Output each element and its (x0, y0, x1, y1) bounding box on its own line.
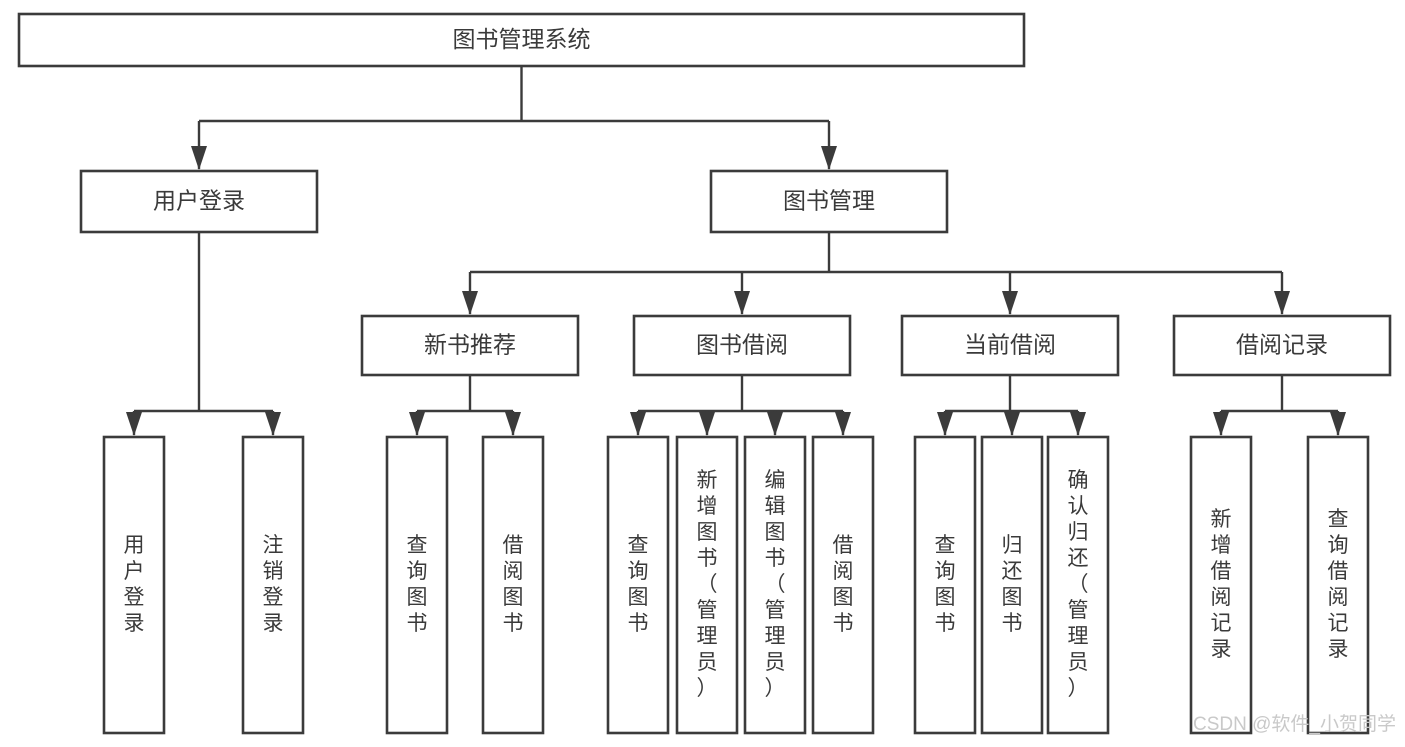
node-leaf-add-book-admin-label: 新增图书（管理员） (697, 469, 718, 700)
arrow-to-leaf-borrow-book-1 (505, 412, 521, 436)
node-leaf-borrow-book-2-label: 借阅图书 (833, 534, 854, 635)
node-boxes-layer: 图书管理系统用户登录图书管理新书推荐图书借阅当前借阅借阅记录用户登录注销登录查询… (17, 12, 1392, 735)
arrow-to-leaf-query-borrow-record (1330, 412, 1346, 436)
arrow-to-borrow-record (1274, 291, 1290, 315)
arrow-to-leaf-return-book (1004, 412, 1020, 436)
node-leaf-edit-book-admin-label: 编辑图书（管理员） (765, 469, 786, 700)
node-leaf-query-book-3-rect[interactable] (913, 435, 977, 735)
node-leaf-edit-book-admin-rect[interactable] (743, 435, 807, 735)
node-book-manage[interactable]: 图书管理 (709, 169, 949, 234)
arrow-to-leaf-edit-book-admin (767, 412, 783, 436)
node-leaf-query-book-2-label: 查询图书 (628, 534, 649, 635)
node-root-book-management-system-rect[interactable] (17, 12, 1026, 68)
arrow-to-current-borrow (1002, 291, 1018, 315)
node-leaf-edit-book-admin[interactable]: 编辑图书（管理员） (743, 435, 807, 735)
arrow-to-leaf-logout-login (265, 412, 281, 436)
node-leaf-query-book-2[interactable]: 查询图书 (606, 435, 670, 735)
node-leaf-user-login-rect[interactable] (102, 435, 166, 735)
node-borrow-record[interactable]: 借阅记录 (1172, 314, 1392, 377)
node-leaf-borrow-book-2[interactable]: 借阅图书 (811, 435, 875, 735)
node-leaf-add-borrow-record[interactable]: 新增借阅记录 (1189, 435, 1253, 735)
node-leaf-query-book-1-rect[interactable] (385, 435, 449, 735)
node-leaf-query-book-3-label: 查询图书 (935, 534, 956, 635)
arrow-to-book-borrow (734, 291, 750, 315)
node-current-borrow-label: 当前借阅 (964, 332, 1056, 358)
node-book-manage-label: 图书管理 (783, 188, 875, 214)
node-leaf-return-book-rect[interactable] (980, 435, 1044, 735)
csdn-watermark: CSDN @软件_小贺同学 (1193, 713, 1396, 735)
node-leaf-borrow-book-1-label: 借阅图书 (503, 534, 524, 635)
node-new-book-recommend-label: 新书推荐 (424, 332, 516, 358)
arrow-to-leaf-query-book-2 (630, 412, 646, 436)
node-leaf-add-book-admin-rect[interactable] (675, 435, 739, 735)
node-root-book-management-system[interactable]: 图书管理系统 (17, 12, 1026, 68)
node-book-borrow[interactable]: 图书借阅 (632, 314, 852, 377)
node-leaf-query-book-3[interactable]: 查询图书 (913, 435, 977, 735)
arrow-to-leaf-confirm-return-admin (1070, 412, 1086, 436)
node-leaf-logout-login-label: 注销登录 (263, 534, 284, 635)
arrow-to-leaf-user-login (126, 412, 142, 436)
arrow-to-new-book-recommend (462, 291, 478, 315)
node-leaf-confirm-return-admin-rect[interactable] (1046, 435, 1110, 735)
node-leaf-user-login[interactable]: 用户登录 (102, 435, 166, 735)
node-leaf-return-book[interactable]: 归还图书 (980, 435, 1044, 735)
node-user-login[interactable]: 用户登录 (79, 169, 319, 234)
node-borrow-record-label: 借阅记录 (1236, 332, 1328, 358)
node-new-book-recommend-rect[interactable] (360, 314, 580, 377)
node-leaf-user-login-label: 用户登录 (124, 534, 145, 635)
node-leaf-confirm-return-admin-label: 确认归还（管理员） (1068, 469, 1089, 700)
arrow-to-leaf-add-book-admin (699, 412, 715, 436)
node-leaf-confirm-return-admin[interactable]: 确认归还（管理员） (1046, 435, 1110, 735)
node-leaf-borrow-book-1[interactable]: 借阅图书 (481, 435, 545, 735)
node-borrow-record-rect[interactable] (1172, 314, 1392, 377)
node-book-borrow-rect[interactable] (632, 314, 852, 377)
node-leaf-logout-login[interactable]: 注销登录 (241, 435, 305, 735)
node-book-manage-rect[interactable] (709, 169, 949, 234)
node-leaf-borrow-book-1-rect[interactable] (481, 435, 545, 735)
node-book-borrow-label: 图书借阅 (696, 332, 788, 358)
node-user-login-label: 用户登录 (153, 188, 245, 214)
node-leaf-query-borrow-record-label: 查询借阅记录 (1328, 508, 1349, 661)
node-leaf-return-book-label: 归还图书 (1002, 534, 1023, 635)
node-user-login-rect[interactable] (79, 169, 319, 234)
arrow-to-user-login (191, 146, 207, 170)
node-leaf-add-book-admin[interactable]: 新增图书（管理员） (675, 435, 739, 735)
arrow-to-book-manage (821, 146, 837, 170)
node-leaf-query-borrow-record[interactable]: 查询借阅记录 (1306, 435, 1370, 735)
connector-lines-layer (126, 66, 1346, 436)
arrow-to-leaf-query-book-3 (937, 412, 953, 436)
node-leaf-add-borrow-record-rect[interactable] (1189, 435, 1253, 735)
node-leaf-query-book-2-rect[interactable] (606, 435, 670, 735)
arrow-to-leaf-add-borrow-record (1213, 412, 1229, 436)
arrow-to-leaf-borrow-book-2 (835, 412, 851, 436)
node-current-borrow-rect[interactable] (900, 314, 1120, 377)
node-leaf-query-borrow-record-rect[interactable] (1306, 435, 1370, 735)
node-leaf-add-borrow-record-label: 新增借阅记录 (1211, 508, 1232, 661)
node-leaf-query-book-1-label: 查询图书 (407, 534, 428, 635)
node-leaf-borrow-book-2-rect[interactable] (811, 435, 875, 735)
node-leaf-logout-login-rect[interactable] (241, 435, 305, 735)
node-current-borrow[interactable]: 当前借阅 (900, 314, 1120, 377)
node-leaf-query-book-1[interactable]: 查询图书 (385, 435, 449, 735)
node-new-book-recommend[interactable]: 新书推荐 (360, 314, 580, 377)
node-root-book-management-system-label: 图书管理系统 (453, 26, 591, 52)
arrow-to-leaf-query-book-1 (409, 412, 425, 436)
